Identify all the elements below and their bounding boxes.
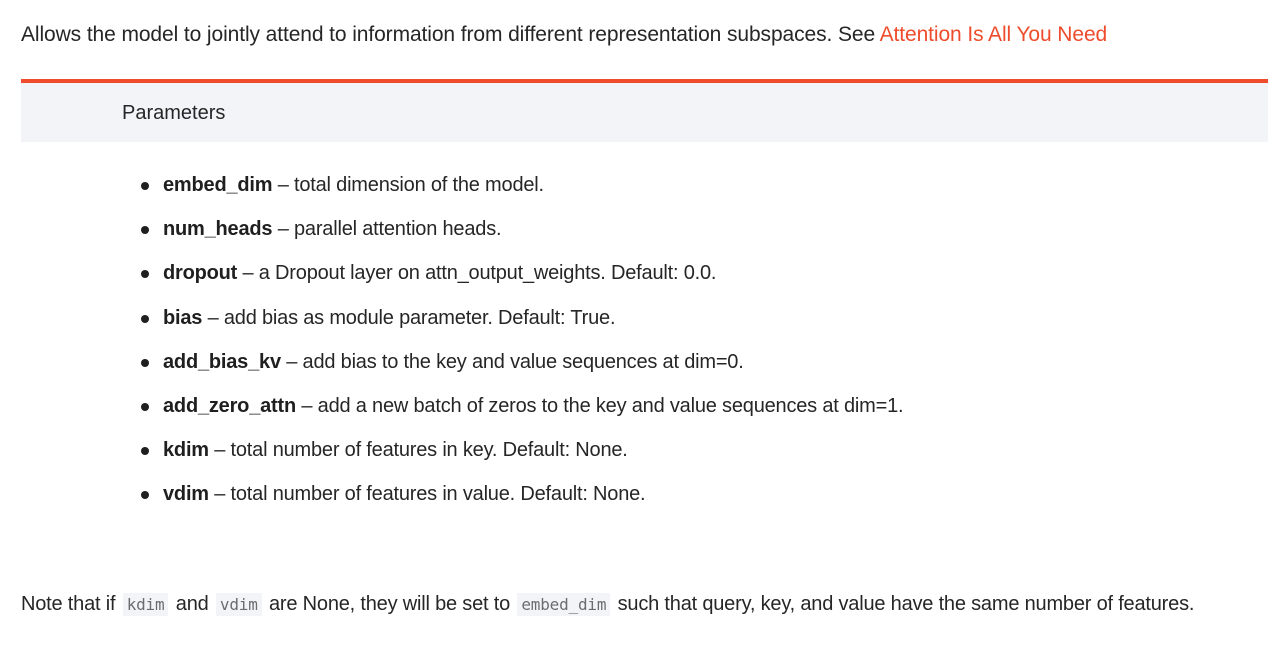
list-item: num_heads – parallel attention heads. xyxy=(139,212,903,256)
param-desc: add a new batch of zeros to the key and … xyxy=(317,394,904,417)
separator: – xyxy=(296,394,318,417)
param-name: vdim xyxy=(163,483,209,506)
note-text: Note that if xyxy=(21,593,121,615)
note-text: are None, they will be set to xyxy=(263,593,516,615)
list-item: kdim – total number of features in key. … xyxy=(139,433,903,477)
param-name: dropout xyxy=(163,262,238,285)
list-item: add_zero_attn – add a new batch of zeros… xyxy=(139,389,904,433)
separator: – xyxy=(280,350,303,373)
parameters-title: Parameters xyxy=(122,102,226,124)
param-desc: add bias as module parameter. Default: T… xyxy=(223,306,616,329)
param-name: add_bias_kv xyxy=(163,350,281,373)
param-name: embed_dim xyxy=(163,174,273,196)
list-item: embed_dim – total dimension of the model… xyxy=(139,168,903,212)
inline-code-vdim: vdim xyxy=(215,593,262,616)
param-desc: a Dropout layer on attn_output_weights. … xyxy=(258,262,717,285)
separator: – xyxy=(272,174,294,196)
list-item: bias – add bias as module parameter. Def… xyxy=(139,301,903,345)
list-item: add_bias_kv – add bias to the key and va… xyxy=(139,345,903,389)
parameters-header: Parameters xyxy=(21,79,1268,142)
param-name: kdim xyxy=(163,439,209,462)
separator: – xyxy=(208,483,231,506)
note-text: such that query, key, and value have the… xyxy=(612,593,1195,615)
param-desc: total dimension of the model. xyxy=(293,174,544,196)
note-paragraph: Note that if kdim and vdim are None, the… xyxy=(21,586,1241,623)
intro-paragraph: Allows the model to jointly attend to in… xyxy=(21,20,1271,50)
param-name: add_zero_attn xyxy=(163,394,296,417)
separator: – xyxy=(272,218,294,241)
inline-code-kdim: kdim xyxy=(122,593,169,616)
separator: – xyxy=(202,306,224,329)
param-desc: add bias to the key and value sequences … xyxy=(302,350,744,373)
intro-text: Allows the model to jointly attend to in… xyxy=(21,23,880,46)
param-name: bias xyxy=(163,306,203,329)
list-item: vdim – total number of features in value… xyxy=(139,477,903,521)
param-desc: parallel attention heads. xyxy=(293,218,502,241)
attention-paper-link[interactable]: Attention Is All You Need xyxy=(879,23,1108,46)
param-desc: total number of features in key. Default… xyxy=(230,439,628,462)
param-name: num_heads xyxy=(163,218,273,241)
note-text: and xyxy=(170,593,214,615)
parameter-list: embed_dim – total dimension of the model… xyxy=(139,168,904,522)
param-desc: total number of features in value. Defau… xyxy=(230,483,646,506)
inline-code-embed-dim: embed_dim xyxy=(517,593,611,616)
list-item: dropout – a Dropout layer on attn_output… xyxy=(139,256,903,300)
separator: – xyxy=(208,439,231,462)
separator: – xyxy=(237,262,259,285)
